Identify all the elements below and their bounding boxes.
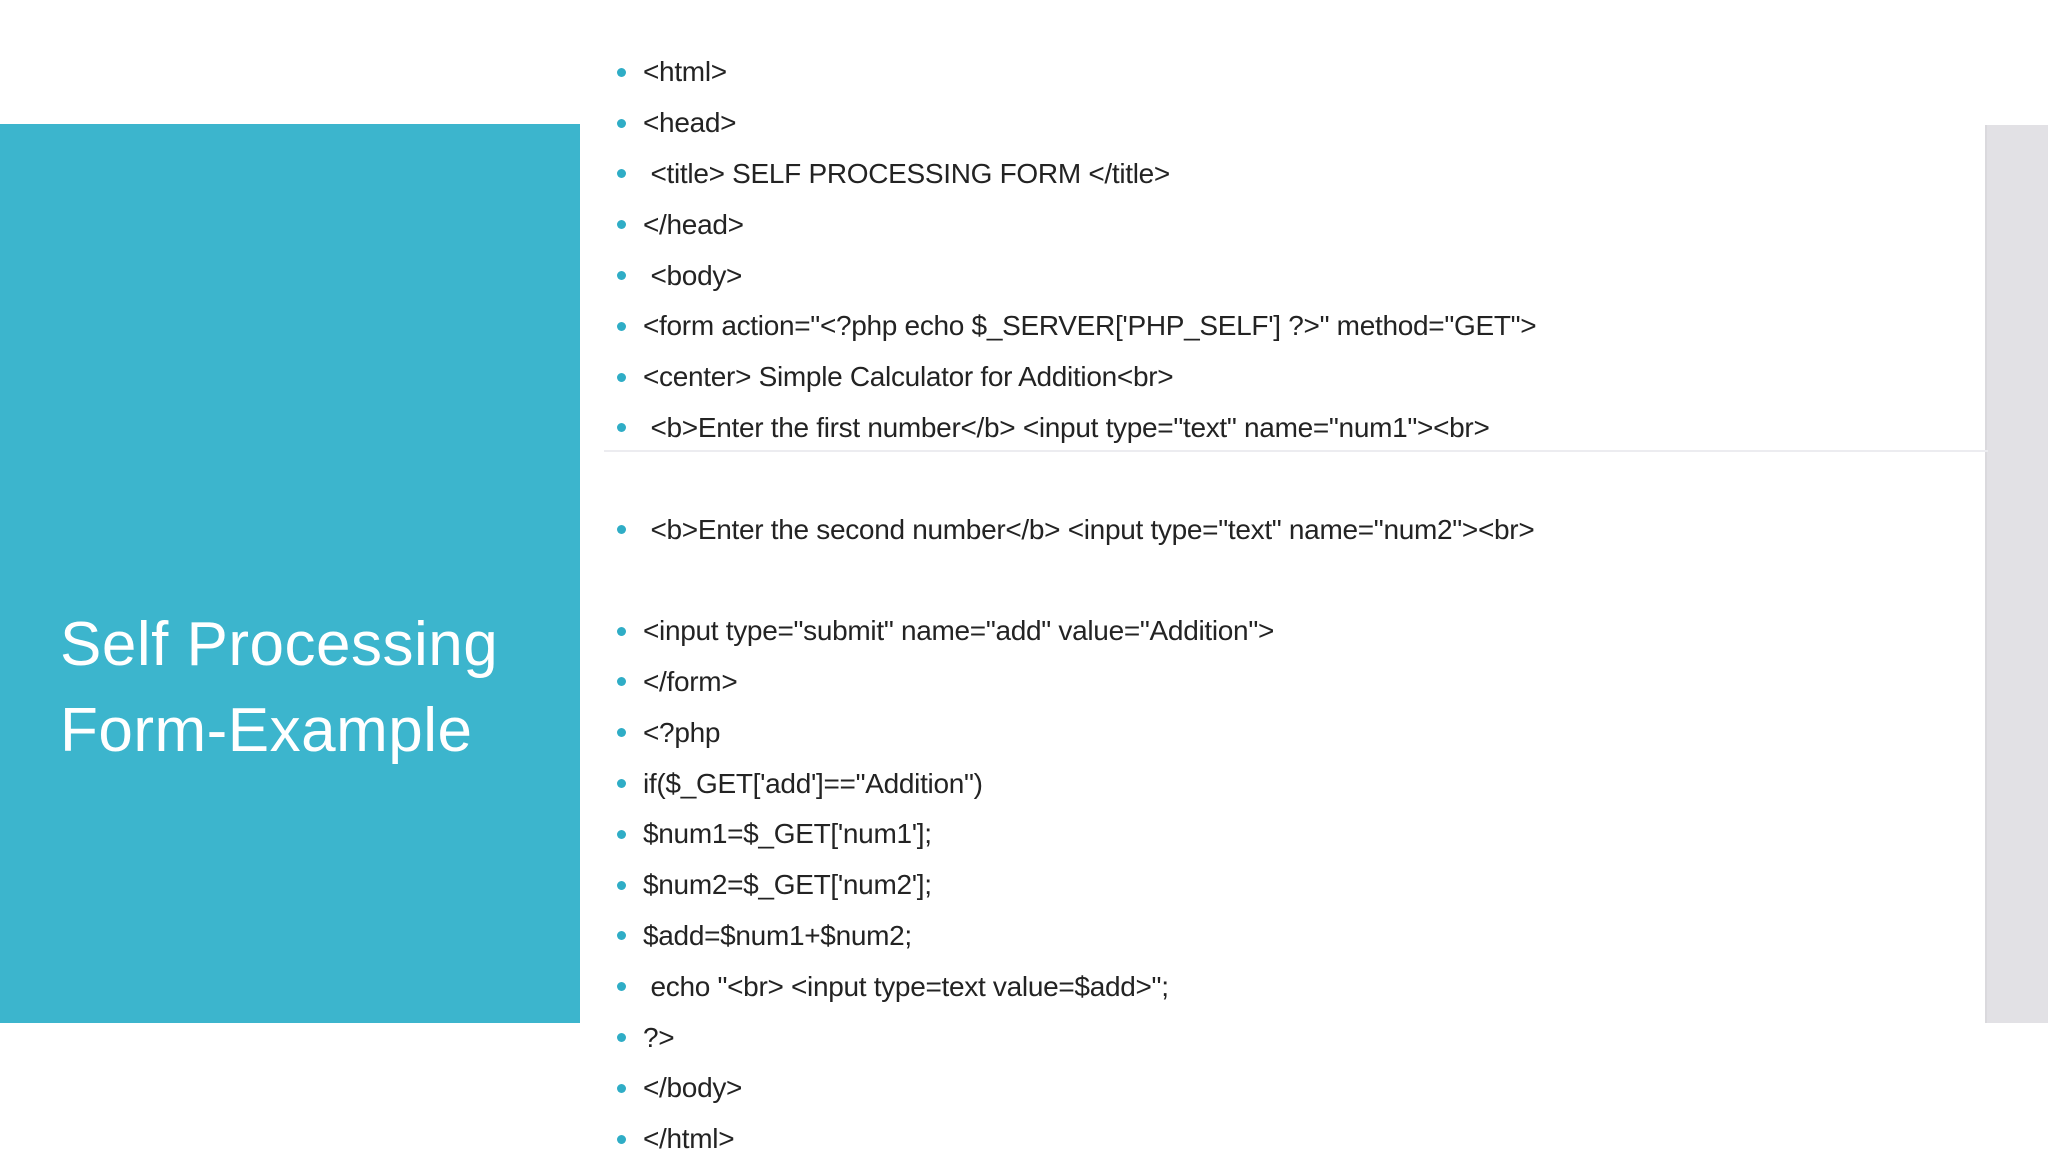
slide-title-line-2: Form-Example	[60, 696, 473, 765]
code-line: </form>	[617, 657, 1997, 708]
code-text: <b>Enter the first number</b> <input typ…	[643, 411, 1490, 443]
textbox-divider-line	[604, 450, 1988, 452]
bullet-icon	[617, 931, 626, 941]
code-text: <?php	[643, 716, 721, 748]
code-line: $num1=$_GET['num1'];	[617, 809, 1997, 860]
bullet-icon	[617, 321, 626, 331]
slide-title-line-1: Self Processing	[60, 610, 499, 679]
title-panel: Self Processing Form-Example	[0, 124, 580, 1023]
bullet-icon	[617, 423, 626, 433]
code-line: ?>	[617, 1012, 1997, 1063]
code-text: if($_GET['add']=="Addition")	[643, 767, 983, 799]
bullet-icon	[617, 829, 626, 839]
bullet-icon	[617, 982, 626, 992]
code-bullet-list: <html> <head> <title> SELF PROCESSING FO…	[617, 47, 1997, 1152]
code-line: echo "<br> <input type=text value=$add>"…	[617, 961, 1997, 1012]
bullet-icon	[617, 1134, 626, 1144]
code-text: <center> Simple Calculator for Addition<…	[643, 361, 1174, 393]
code-text: $num2=$_GET['num2'];	[643, 869, 932, 901]
code-text: <title> SELF PROCESSING FORM </title>	[643, 157, 1170, 189]
code-text: </head>	[643, 208, 744, 240]
bullet-icon	[617, 525, 626, 535]
bullet-icon	[617, 728, 626, 738]
code-text: echo "<br> <input type=text value=$add>"…	[643, 970, 1169, 1002]
code-text: <b>Enter the second number</b> <input ty…	[643, 513, 1535, 545]
code-line: <form action="<?php echo $_SERVER['PHP_S…	[617, 301, 1997, 352]
code-line: </head>	[617, 199, 1997, 250]
bullet-icon	[617, 271, 626, 281]
bullet-icon	[617, 1033, 626, 1043]
bullet-icon	[617, 67, 626, 77]
code-text: </body>	[643, 1072, 743, 1104]
code-text: $num1=$_GET['num1'];	[643, 818, 932, 850]
code-line: <?php	[617, 707, 1997, 758]
code-text: </form>	[643, 665, 738, 697]
bullet-icon	[617, 880, 626, 890]
code-line: <body>	[617, 250, 1997, 301]
code-line: $num2=$_GET['num2'];	[617, 860, 1997, 911]
code-text: <form action="<?php echo $_SERVER['PHP_S…	[643, 310, 1537, 342]
code-line: <input type="submit" name="add" value="A…	[617, 606, 1997, 657]
code-line: if($_GET['add']=="Addition")	[617, 758, 1997, 809]
blank-line	[617, 453, 1997, 504]
bullet-icon	[617, 169, 626, 179]
code-line: <html>	[617, 47, 1997, 98]
bullet-icon	[617, 220, 626, 230]
code-line: <title> SELF PROCESSING FORM </title>	[617, 149, 1997, 200]
code-line: <b>Enter the first number</b> <input typ…	[617, 403, 1997, 454]
code-text: <html>	[643, 56, 727, 88]
blank-line	[617, 555, 1997, 606]
bullet-icon	[617, 1083, 626, 1093]
slide-title: Self Processing Form-Example	[60, 602, 498, 774]
code-text: $add=$num1+$num2;	[643, 919, 912, 951]
code-line: <center> Simple Calculator for Addition<…	[617, 352, 1997, 403]
code-text: ?>	[643, 1021, 675, 1053]
code-line: </body>	[617, 1063, 1997, 1114]
bullet-icon	[617, 677, 626, 687]
side-strip-decoration	[1985, 125, 2048, 1023]
bullet-icon	[617, 118, 626, 128]
bullet-icon	[617, 779, 626, 789]
code-text: <head>	[643, 107, 737, 139]
code-line: </html>	[617, 1114, 1997, 1152]
code-text: <input type="submit" name="add" value="A…	[643, 615, 1275, 647]
bullet-icon	[617, 626, 626, 636]
code-text: <body>	[643, 259, 743, 291]
code-text: </html>	[643, 1123, 735, 1152]
code-line: $add=$num1+$num2;	[617, 911, 1997, 962]
code-line: <head>	[617, 98, 1997, 149]
bullet-icon	[617, 372, 626, 382]
code-line: <b>Enter the second number</b> <input ty…	[617, 504, 1997, 555]
